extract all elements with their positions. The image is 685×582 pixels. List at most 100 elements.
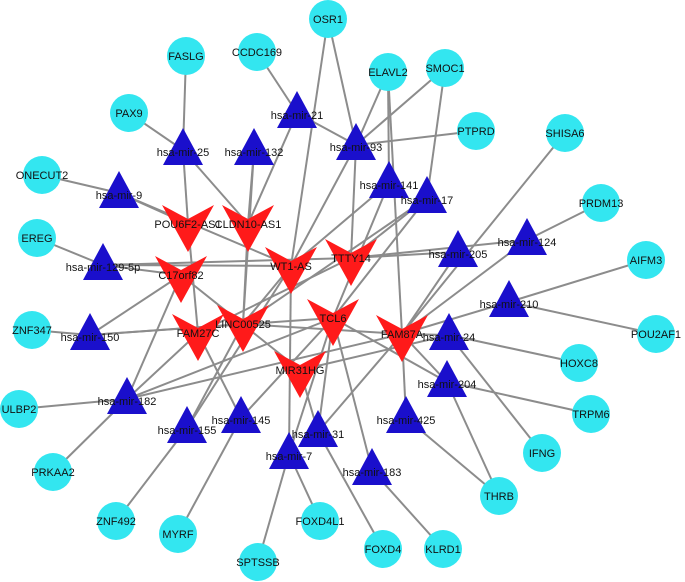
mirna-node-hsa-mir-9[interactable]: [99, 171, 139, 208]
lncrna-shape: [307, 299, 359, 346]
lncrna-node-mir31hg[interactable]: [274, 351, 326, 398]
node-label-faslg: FASLG: [168, 51, 203, 63]
lncrna-node-linc00525[interactable]: [217, 305, 269, 352]
gene-node-aifm3[interactable]: [627, 241, 665, 279]
mirna-node-hsa-mir-210[interactable]: [489, 280, 529, 317]
gene-shape: [457, 112, 495, 150]
edge-hsa-mir-93-to-ttty14: [350, 144, 357, 259]
node-label-hoxc8: HOXC8: [560, 358, 598, 370]
node-label-shisa6: SHISA6: [545, 128, 584, 140]
node-label-hsa-mir-93: hsa-mir-93: [330, 142, 383, 154]
lncrna-shape: [217, 305, 269, 352]
mirna-node-hsa-mir-183[interactable]: [352, 448, 392, 485]
mirna-shape: [277, 91, 317, 128]
gene-node-ccdc169[interactable]: [238, 33, 276, 71]
gene-node-thrb[interactable]: [480, 477, 518, 515]
gene-node-shisa6[interactable]: [546, 114, 584, 152]
mirna-node-hsa-mir-17[interactable]: [407, 176, 447, 213]
lncrna-node-wt1-as[interactable]: [265, 247, 317, 294]
node-label-hsa-mir-145: hsa-mir-145: [212, 415, 271, 427]
edge-hsa-mir-155-to-wt1-as: [186, 265, 292, 429]
mirna-node-hsa-mir-425[interactable]: [386, 396, 426, 433]
mirna-node-hsa-mir-132[interactable]: [234, 128, 274, 165]
lncrna-node-fam27c[interactable]: [172, 314, 224, 361]
lncrna-node-pou6f2-as1[interactable]: [162, 205, 214, 252]
edge-smoc1-to-hsa-mir-17: [426, 67, 446, 199]
mirna-node-hsa-mir-124[interactable]: [507, 218, 547, 255]
mirna-node-hsa-mir-7[interactable]: [269, 432, 309, 469]
node-label-hsa-mir-210: hsa-mir-210: [480, 299, 539, 311]
gene-shape: [97, 502, 135, 540]
node-label-hsa-mir-17: hsa-mir-17: [401, 195, 454, 207]
gene-node-pax9[interactable]: [110, 94, 148, 132]
mirna-node-hsa-mir-25[interactable]: [163, 128, 203, 165]
gene-node-prkaa2[interactable]: [34, 453, 72, 491]
mirna-node-hsa-mir-24[interactable]: [429, 313, 469, 350]
mirna-shape: [234, 128, 274, 165]
node-label-pou6f2-as1: POU6F2-AS1: [154, 219, 221, 231]
gene-node-onecut2[interactable]: [23, 156, 61, 194]
gene-node-smoc1[interactable]: [426, 49, 464, 87]
edge-hsa-mir-24-to-mir31hg: [299, 334, 450, 371]
gene-node-hoxc8[interactable]: [560, 344, 598, 382]
node-label-ulbp2: ULBP2: [2, 404, 37, 416]
node-label-hsa-mir-7: hsa-mir-7: [266, 451, 312, 463]
gene-node-foxd4l1[interactable]: [301, 502, 339, 540]
gene-node-ptprd[interactable]: [457, 112, 495, 150]
node-label-hsa-mir-9: hsa-mir-9: [96, 190, 142, 202]
gene-node-elavl2[interactable]: [369, 53, 407, 91]
gene-node-myrf[interactable]: [159, 515, 197, 553]
edge-hsa-mir-31-to-fam87a: [317, 333, 403, 433]
node-label-hsa-mir-155: hsa-mir-155: [158, 425, 217, 437]
gene-node-pou2af1[interactable]: [637, 315, 675, 353]
edge-linc00525-to-fam87a: [242, 323, 403, 335]
mirna-node-hsa-mir-205[interactable]: [438, 230, 478, 267]
node-label-hsa-mir-205: hsa-mir-205: [429, 249, 488, 261]
mirna-node-hsa-mir-204[interactable]: [427, 360, 467, 397]
gene-shape: [480, 477, 518, 515]
gene-node-faslg[interactable]: [167, 37, 205, 75]
gene-node-foxd4[interactable]: [364, 530, 402, 568]
mirna-node-hsa-mir-145[interactable]: [221, 396, 261, 433]
lncrna-shape: [222, 205, 274, 252]
gene-node-znf492[interactable]: [97, 502, 135, 540]
lncrna-node-tcl6[interactable]: [307, 299, 359, 346]
edge-hsa-mir-204-to-tcl6: [332, 317, 448, 383]
lncrna-node-ttty14[interactable]: [325, 239, 377, 286]
gene-node-osr1[interactable]: [309, 0, 347, 38]
mirna-node-hsa-mir-93[interactable]: [336, 123, 376, 160]
gene-node-znf347[interactable]: [13, 311, 51, 349]
gene-node-trpm6[interactable]: [572, 395, 610, 433]
edge-ifng-to-hsa-mir-24: [448, 334, 543, 454]
gene-shape: [23, 156, 61, 194]
gene-node-ulbp2[interactable]: [0, 390, 38, 428]
mirna-shape: [269, 432, 309, 469]
lncrna-shape: [265, 247, 317, 294]
node-label-hsa-mir-132: hsa-mir-132: [225, 147, 284, 159]
edge-ptprd-to-hsa-mir-93: [355, 130, 477, 146]
gene-node-ifng[interactable]: [523, 434, 561, 472]
edge-ttty14-to-fam27c: [197, 257, 352, 334]
gene-node-sptssb[interactable]: [239, 543, 277, 581]
mirna-node-hsa-mir-21[interactable]: [277, 91, 317, 128]
lncrna-node-cldn10-as1[interactable]: [222, 205, 274, 252]
lncrna-node-fam87a[interactable]: [376, 315, 428, 362]
node-label-ccdc169: CCDC169: [232, 47, 282, 59]
lncrna-node-c17orf82[interactable]: [155, 256, 207, 303]
gene-node-klrd1[interactable]: [424, 530, 462, 568]
edge-hsa-mir-205-to-ttty14: [350, 251, 459, 259]
mirna-node-hsa-mir-155[interactable]: [167, 406, 207, 443]
gene-shape: [637, 315, 675, 353]
node-label-pou2af1: POU2AF1: [631, 329, 681, 341]
gene-node-prdm13[interactable]: [582, 184, 620, 222]
mirna-node-hsa-mir-182[interactable]: [107, 377, 147, 414]
mirna-node-hsa-mir-129-5p[interactable]: [83, 243, 123, 280]
mirna-node-hsa-mir-31[interactable]: [298, 410, 338, 447]
mirna-node-hsa-mir-150[interactable]: [70, 313, 110, 350]
edge-hsa-mir-17-to-linc00525: [242, 197, 428, 325]
node-label-thrb: THRB: [484, 491, 514, 503]
node-label-hsa-mir-31: hsa-mir-31: [292, 429, 345, 441]
gene-node-ereg[interactable]: [18, 219, 56, 257]
mirna-node-hsa-mir-141[interactable]: [369, 161, 409, 198]
